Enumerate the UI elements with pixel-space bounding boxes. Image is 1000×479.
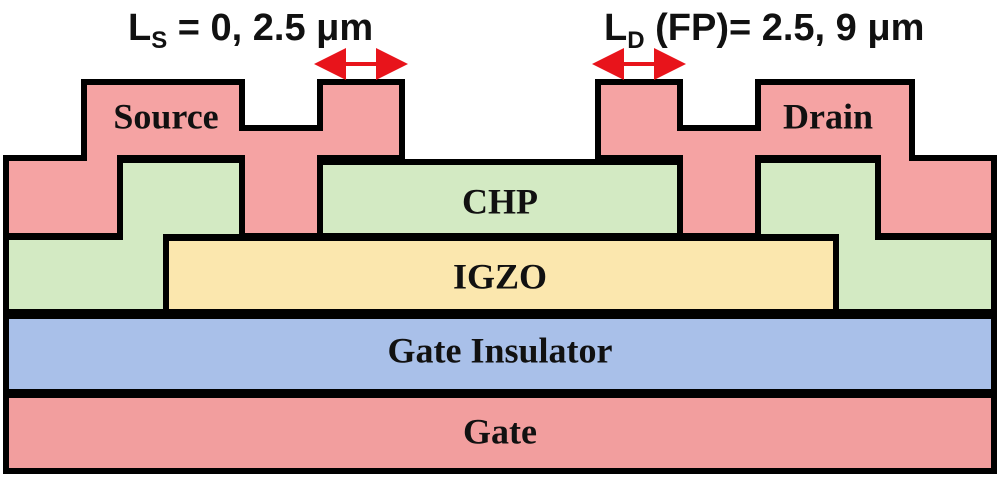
source-length-annotation: LS = 0, 2.5 μm [128,7,373,54]
gate-insulator-label: Gate Insulator [388,330,613,370]
drain-electrode [595,79,997,239]
source-electrode [3,79,405,239]
gate-insulator-layer [3,313,997,395]
drain-label: Drain [783,96,873,136]
igzo-label: IGZO [453,256,547,296]
gate-label: Gate [463,411,537,451]
drain-length-annotation: LD (FP)= 2.5, 9 μm [604,7,924,54]
gate-layer [3,392,997,474]
source-label: Source [113,96,218,136]
chp-label: CHP [462,181,538,221]
